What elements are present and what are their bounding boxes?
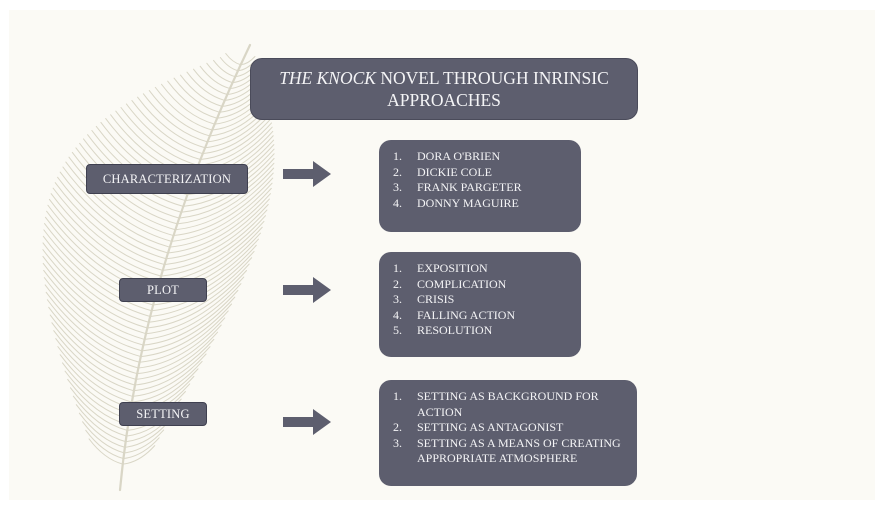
setting-list: 1. SETTING AS BACKGROUND FOR ACTION 2. SET… — [379, 380, 637, 486]
item-number: 2. — [393, 276, 402, 291]
characterization-list: 1. DORA O'BRIEN 2. DICKIE COLE 3. FRANK PAR… — [379, 140, 581, 232]
item-text: CRISIS — [417, 292, 455, 306]
item-text: SETTING AS ANTAGONIST — [417, 420, 564, 434]
item-text: FRANK PARGETER — [417, 180, 522, 194]
item-text: DORA O'BRIEN — [417, 149, 501, 163]
item-number: 2. — [393, 420, 402, 434]
item-number: 1. — [393, 389, 402, 403]
list-item: 1. SETTING AS BACKGROUND FOR ACTION — [393, 389, 627, 420]
plot-label: PLOT — [119, 278, 207, 302]
list-item: 1. DORA O'BRIEN — [393, 149, 571, 165]
arrow-right-icon — [283, 409, 331, 435]
item-text: DICKIE COLE — [417, 164, 492, 179]
list-item: 5. RESOLUTION — [393, 323, 571, 339]
page-title: THE KNOCK NOVEL THROUGH INRINSIC APPROAC… — [269, 67, 619, 111]
item-number: 1. — [393, 261, 402, 275]
arrow-right-icon — [283, 161, 331, 187]
arrow-right-icon — [283, 277, 331, 303]
item-text: SETTING AS A MEANS OF CREATING APPROPRIA… — [417, 435, 621, 466]
item-text: COMPLICATION — [417, 276, 507, 291]
item-text: FALLING ACTION — [417, 307, 516, 322]
item-text: SETTING AS BACKGROUND FOR ACTION — [417, 389, 599, 419]
list-item: 2. DICKIE COLE — [393, 165, 571, 181]
title-italic: THE KNOCK — [279, 68, 376, 88]
item-number: 4. — [393, 307, 402, 322]
item-text: EXPOSITION — [417, 261, 488, 275]
list-item: 1. EXPOSITION — [393, 261, 571, 277]
item-text: DONNY MAGUIRE — [417, 195, 519, 210]
plot-list: 1. EXPOSITION 2. COMPLICATION 3. CRISIS 4. F… — [379, 252, 581, 357]
setting-label: SETTING — [119, 402, 207, 426]
list-item: 4. FALLING ACTION — [393, 308, 571, 324]
item-number: 2. — [393, 164, 402, 179]
list-item: 2. COMPLICATION — [393, 277, 571, 293]
list-item: 3. CRISIS — [393, 292, 571, 308]
item-text: RESOLUTION — [417, 323, 493, 337]
title-rest: NOVEL THROUGH INRINSIC APPROACHES — [375, 68, 609, 110]
item-number: 3. — [393, 180, 402, 194]
item-number: 5. — [393, 323, 402, 337]
item-number: 4. — [393, 195, 402, 210]
characterization-label: CHARACTERIZATION — [86, 164, 248, 194]
item-number: 1. — [393, 149, 402, 163]
list-item: 2. SETTING AS ANTAGONIST — [393, 420, 627, 436]
item-number: 3. — [393, 292, 402, 306]
item-number: 3. — [393, 435, 402, 450]
list-item: 4. DONNY MAGUIRE — [393, 196, 571, 212]
list-item: 3. SETTING AS A MEANS OF CREATING APPROPR… — [393, 436, 627, 467]
list-item: 3. FRANK PARGETER — [393, 180, 571, 196]
title-box: THE KNOCK NOVEL THROUGH INRINSIC APPROAC… — [250, 58, 638, 120]
